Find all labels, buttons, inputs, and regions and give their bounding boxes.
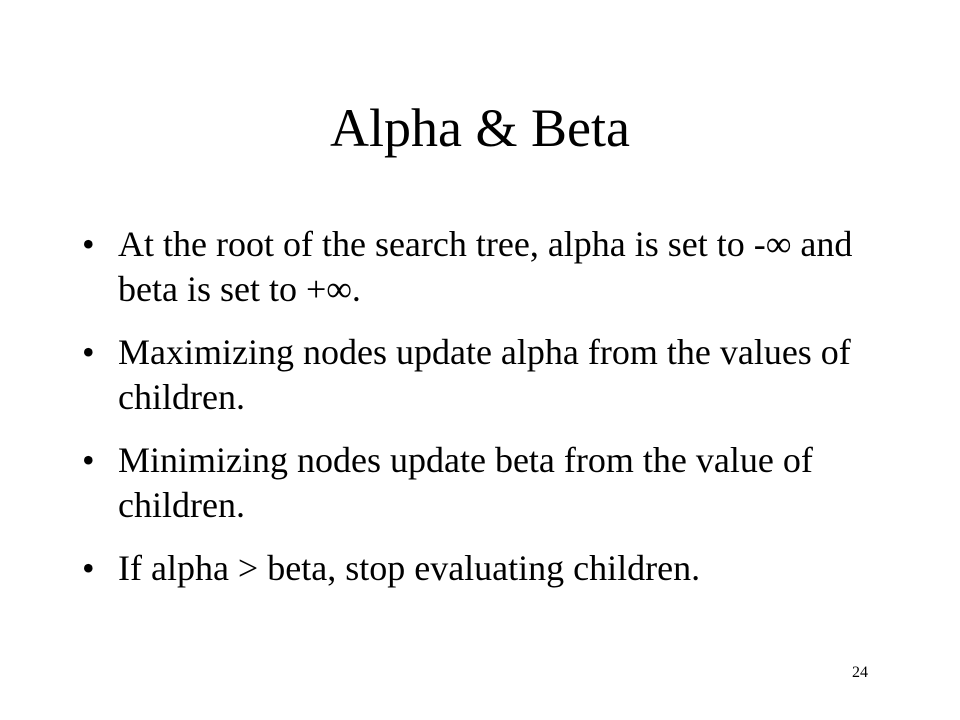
bullet-text: Minimizing nodes update beta from the va… (118, 440, 813, 525)
bullet-marker: • (82, 548, 95, 588)
bullet-list: • At the root of the search tree, alpha … (78, 222, 898, 609)
bullet-marker: • (82, 332, 95, 372)
bullet-item: • Maximizing nodes update alpha from the… (78, 330, 898, 420)
page-number: 24 (852, 664, 868, 681)
bullet-item: • Minimizing nodes update beta from the … (78, 438, 898, 528)
bullet-item: • If alpha > beta, stop evaluating child… (78, 546, 898, 591)
slide-title: Alpha & Beta (330, 98, 630, 158)
bullet-text: Maximizing nodes update alpha from the v… (118, 332, 851, 417)
bullet-marker: • (82, 440, 95, 480)
bullet-marker: • (82, 224, 95, 264)
bullet-text: If alpha > beta, stop evaluating childre… (118, 548, 701, 588)
bullet-item: • At the root of the search tree, alpha … (78, 222, 898, 312)
bullet-text: At the root of the search tree, alpha is… (118, 224, 853, 309)
